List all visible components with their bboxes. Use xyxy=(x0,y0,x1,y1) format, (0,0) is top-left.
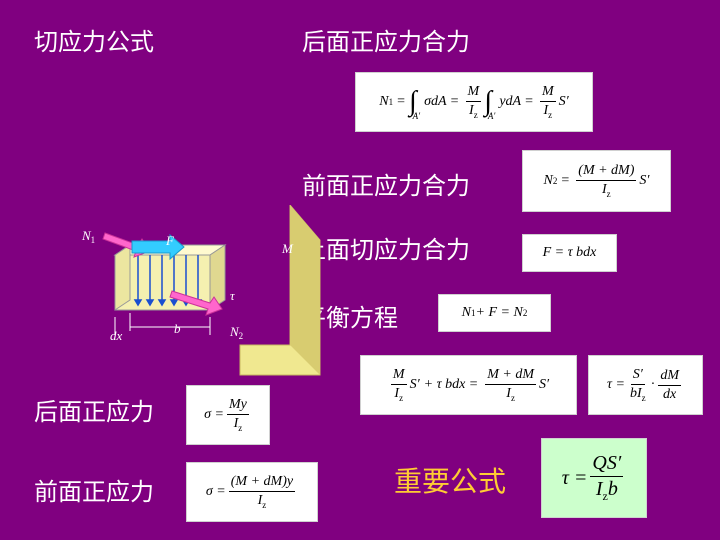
formula-F: F = τ bdx xyxy=(522,234,617,272)
diagram-label-tau: τ xyxy=(230,288,236,303)
beam-element-diagram: N1 F τ N2 dx b M xyxy=(81,205,321,376)
diagram-label-M: M xyxy=(281,241,294,256)
F-arrow xyxy=(131,233,185,261)
label-back-stress: 后面正应力 xyxy=(34,398,154,426)
label-front-stress: 前面正应力 xyxy=(34,478,154,506)
diagram-label-F: F xyxy=(165,233,175,248)
formula-key: τ = QS′Izb xyxy=(541,438,647,518)
diagram-label-N2: N2 xyxy=(229,324,243,341)
diagram-label-dx: dx xyxy=(110,328,123,343)
slide-title: 切应力公式 xyxy=(34,28,154,56)
label-top-shear-resultant: 上面切应力合力 xyxy=(302,236,470,264)
label-key-formula: 重要公式 xyxy=(394,465,507,498)
label-front-resultant: 前面正应力合力 xyxy=(302,172,470,200)
block-side-face xyxy=(209,244,226,311)
diagram-label-N1: N1 xyxy=(81,228,95,245)
N2-arrow xyxy=(169,290,223,316)
label-back-resultant: 后面正应力合力 xyxy=(302,28,470,56)
diagram-label-b: b xyxy=(174,321,181,336)
